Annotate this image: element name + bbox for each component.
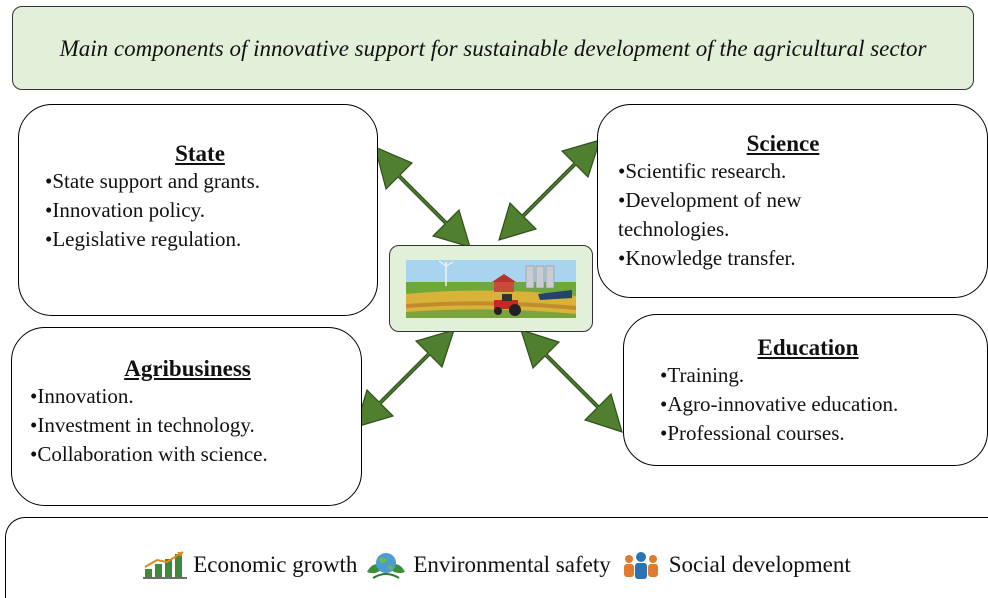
state-item: Legislative regulation. [45, 225, 377, 254]
state-item: Innovation policy. [45, 196, 377, 225]
arrow-agribusiness [355, 329, 455, 428]
state-item: State support and grants. [45, 167, 377, 196]
education-item: Agro-innovative education. [660, 390, 987, 419]
arrow-education [520, 329, 623, 433]
outcome-item: Economic growth [143, 551, 357, 579]
diagram-title-box: Main components of innovative support fo… [12, 6, 974, 90]
education-item: Training. [660, 361, 987, 390]
arrow-science [498, 139, 601, 241]
education-box: Education Training. Agro-innovative educ… [623, 314, 988, 466]
diagram-title: Main components of innovative support fo… [59, 35, 927, 61]
state-heading: State [175, 141, 225, 166]
farm-landscape-icon [406, 259, 576, 318]
outcome-label: Environmental safety [413, 552, 611, 577]
agribusiness-item: Collaboration with science. [30, 440, 361, 469]
science-heading: Science [746, 131, 820, 156]
outcomes-box: Economic growth Environmental safety Soc… [5, 517, 988, 598]
people-group-icon [623, 552, 658, 579]
outcome-label: Economic growth [193, 552, 358, 577]
science-box: Science Scientific research. Development… [597, 104, 988, 298]
arrow-state [374, 145, 471, 248]
outcome-item: Social development [619, 551, 851, 579]
globe-leaves-icon [367, 553, 406, 579]
agribusiness-heading: Agribusiness [124, 356, 251, 381]
science-item: Scientific research. [618, 157, 868, 186]
outcome-item: Environmental safety [365, 550, 611, 580]
state-box: State State support and grants. Innovati… [18, 104, 378, 316]
center-image-box [389, 245, 593, 332]
agribusiness-item: Investment in technology. [30, 411, 361, 440]
science-item: Development of new technologies. [618, 186, 868, 244]
outcome-label: Social development [668, 552, 851, 577]
education-heading: Education [757, 335, 859, 360]
science-item: Knowledge transfer. [618, 244, 868, 273]
agribusiness-item: Innovation. [30, 382, 361, 411]
education-item: Professional courses. [660, 419, 987, 448]
bar-chart-growth-icon [143, 551, 188, 579]
agribusiness-box: Agribusiness Innovation. Investment in t… [11, 327, 362, 506]
